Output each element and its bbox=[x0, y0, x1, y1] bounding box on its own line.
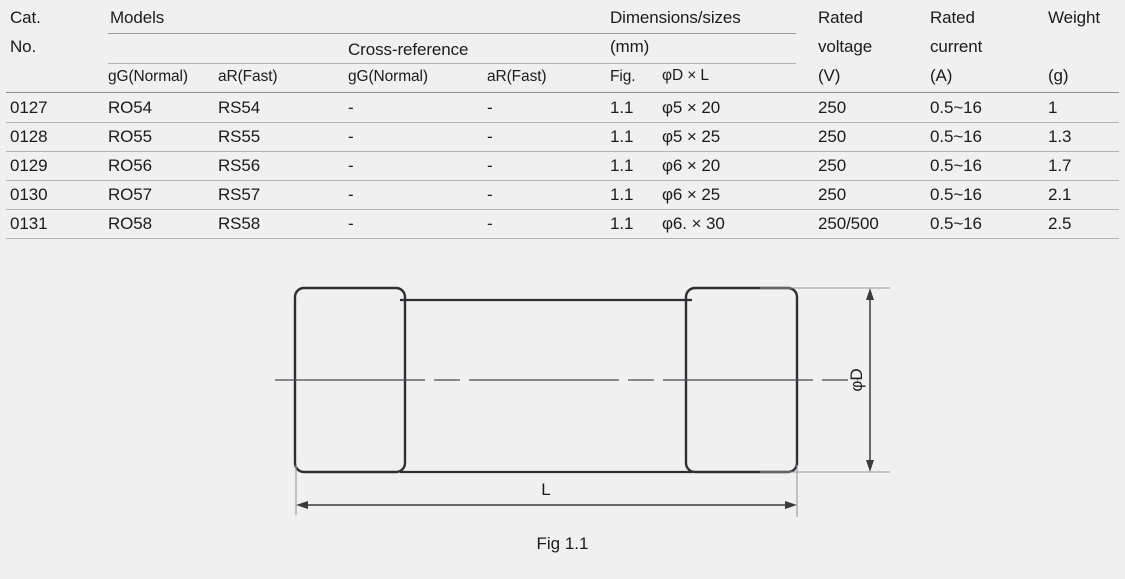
cell-models-ar: RS57 bbox=[218, 185, 261, 204]
cell-xref-gg: - bbox=[348, 185, 354, 204]
header-rated-voltage-line1: Rated bbox=[818, 8, 863, 27]
row-separator bbox=[6, 238, 1119, 239]
length-extension-lines bbox=[295, 465, 798, 517]
diameter-extension-lines bbox=[760, 287, 890, 473]
subheader-bottom-rule bbox=[6, 92, 1119, 93]
cell-rated-voltage: 250/500 bbox=[818, 214, 879, 233]
cell-xref-ar: - bbox=[487, 127, 493, 146]
cell-rated-voltage: 250 bbox=[818, 127, 847, 146]
cell-xref-ar: - bbox=[487, 185, 493, 204]
diameter-label: φD bbox=[847, 368, 866, 391]
subheader-models-gg: gG(Normal) bbox=[108, 68, 188, 85]
subheader-diameter-length: φD × L bbox=[662, 67, 709, 84]
header-dimensions-line1: Dimensions/sizes bbox=[610, 8, 741, 27]
header-weight: Weight bbox=[1048, 8, 1101, 27]
length-dimension-line bbox=[296, 501, 797, 509]
header-rated-voltage-unit: (V) bbox=[818, 66, 841, 85]
header-cat-no-line2: No. bbox=[10, 37, 37, 56]
cell-rated-current: 0.5~16 bbox=[930, 214, 982, 233]
cell-weight: 1.3 bbox=[1048, 127, 1072, 146]
cell-models-ar: RS54 bbox=[218, 98, 261, 117]
cell-diameter-length: φ5 × 25 bbox=[662, 127, 721, 146]
cell-rated-current: 0.5~16 bbox=[930, 127, 982, 146]
row-separator bbox=[6, 122, 1119, 123]
header-rated-voltage-line2: voltage bbox=[818, 37, 873, 56]
header-dimensions-line2: (mm) bbox=[610, 37, 650, 56]
cell-models-gg: RO56 bbox=[108, 156, 153, 175]
cell-diameter-length: φ6 × 20 bbox=[662, 156, 721, 175]
subheader-xref-ar: aR(Fast) bbox=[487, 68, 547, 85]
header-rated-current-line2: current bbox=[930, 37, 983, 56]
cell-rated-voltage: 250 bbox=[818, 98, 847, 117]
fuse-body bbox=[400, 298, 692, 474]
cell-xref-ar: - bbox=[487, 98, 493, 117]
cell-cat-no: 0130 bbox=[10, 185, 48, 204]
cell-rated-current: 0.5~16 bbox=[930, 156, 982, 175]
cell-rated-current: 0.5~16 bbox=[930, 185, 982, 204]
cell-diameter-length: φ6. × 30 bbox=[662, 214, 725, 233]
header-rated-current-line1: Rated bbox=[930, 8, 975, 27]
cell-rated-voltage: 250 bbox=[818, 156, 847, 175]
cell-xref-ar: - bbox=[487, 214, 493, 233]
row-separator bbox=[6, 209, 1119, 210]
row-separator bbox=[6, 180, 1119, 181]
header-models: Models bbox=[110, 8, 165, 27]
cell-models-ar: RS58 bbox=[218, 214, 261, 233]
cell-fig: 1.1 bbox=[610, 98, 634, 117]
dimensions-group-rule-top bbox=[600, 33, 796, 34]
cell-fig: 1.1 bbox=[610, 185, 634, 204]
cell-models-gg: RO57 bbox=[108, 185, 153, 204]
cell-models-ar: RS56 bbox=[218, 156, 261, 175]
subheader-xref-gg: gG(Normal) bbox=[348, 68, 428, 85]
length-label: L bbox=[541, 480, 550, 499]
cell-models-gg: RO58 bbox=[108, 214, 153, 233]
cell-xref-gg: - bbox=[348, 98, 354, 117]
cell-models-gg: RO54 bbox=[108, 98, 153, 117]
cell-xref-gg: - bbox=[348, 156, 354, 175]
models-group-rule bbox=[108, 33, 600, 34]
cell-fig: 1.1 bbox=[610, 156, 634, 175]
cell-diameter-length: φ5 × 20 bbox=[662, 98, 721, 117]
cell-fig: 1.1 bbox=[610, 214, 634, 233]
cell-cat-no: 0131 bbox=[10, 214, 48, 233]
row-separator bbox=[6, 151, 1119, 152]
cell-cat-no: 0127 bbox=[10, 98, 48, 117]
diameter-dimension-line bbox=[866, 288, 874, 472]
header-weight-unit: (g) bbox=[1048, 66, 1069, 85]
header-cross-reference: Cross-reference bbox=[348, 40, 469, 59]
header-rated-current-unit: (A) bbox=[930, 66, 953, 85]
fuse-dimension-drawing: φD L bbox=[0, 255, 1125, 579]
cell-xref-ar: - bbox=[487, 156, 493, 175]
cell-rated-current: 0.5~16 bbox=[930, 98, 982, 117]
subheader-fig: Fig. bbox=[610, 68, 636, 85]
dimensions-group-rule bbox=[600, 63, 796, 64]
cell-fig: 1.1 bbox=[610, 127, 634, 146]
cell-rated-voltage: 250 bbox=[818, 185, 847, 204]
specification-table: Cat. No. Models Cross-reference Dimensio… bbox=[0, 0, 1125, 250]
cell-weight: 1.7 bbox=[1048, 156, 1072, 175]
cell-models-gg: RO55 bbox=[108, 127, 153, 146]
cell-weight: 1 bbox=[1048, 98, 1058, 117]
cell-models-ar: RS55 bbox=[218, 127, 261, 146]
cell-cat-no: 0128 bbox=[10, 127, 48, 146]
cell-cat-no: 0129 bbox=[10, 156, 48, 175]
cell-xref-gg: - bbox=[348, 127, 354, 146]
cell-weight: 2.5 bbox=[1048, 214, 1072, 233]
subheader-models-ar: aR(Fast) bbox=[218, 68, 278, 85]
cell-diameter-length: φ6 × 25 bbox=[662, 185, 721, 204]
figure-caption: Fig 1.1 bbox=[536, 534, 589, 553]
cross-reference-rule bbox=[108, 63, 600, 64]
header-cat-no-line1: Cat. bbox=[10, 8, 41, 27]
cell-xref-gg: - bbox=[348, 214, 354, 233]
cell-weight: 2.1 bbox=[1048, 185, 1072, 204]
